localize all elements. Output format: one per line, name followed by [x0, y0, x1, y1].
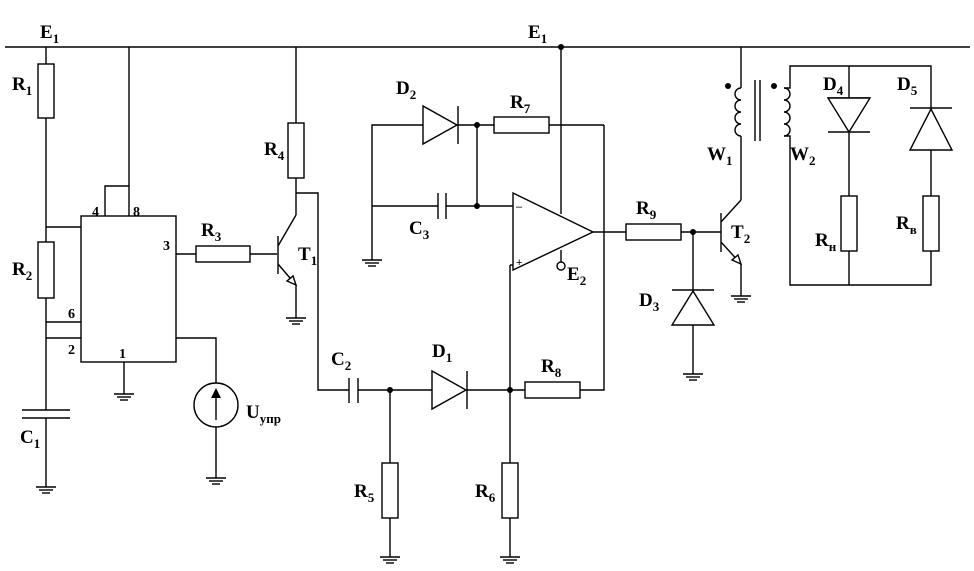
resistor-r9 — [625, 223, 682, 241]
ground-uupr — [205, 477, 227, 485]
timer-chip — [80, 215, 177, 363]
label-d5: D5 — [897, 74, 918, 98]
label-d1: D1 — [432, 341, 452, 365]
pin-8-label: 8 — [133, 205, 140, 220]
label-rh: Rн — [815, 230, 837, 254]
opamp-minus-sign: – — [516, 201, 523, 213]
label-r9: R9 — [636, 198, 657, 222]
label-e1-left: E1 — [40, 22, 59, 46]
label-c1: C1 — [20, 427, 40, 451]
label-r6: R6 — [475, 481, 496, 505]
label-d4: D4 — [823, 74, 844, 98]
label-d2: D2 — [396, 78, 416, 102]
ground-t1 — [285, 317, 307, 325]
ground-r6 — [499, 556, 521, 564]
label-r4: R4 — [264, 139, 285, 163]
ground-c3 — [361, 259, 383, 267]
timer-section — [22, 47, 277, 494]
label-c2: C2 — [331, 349, 351, 373]
opamp-plus-sign: + — [516, 257, 522, 269]
winding-w1 — [734, 87, 742, 137]
diode-d3 — [670, 289, 716, 326]
label-rb: Rв — [896, 213, 917, 237]
label-w1: W1 — [707, 144, 733, 168]
diode-d1 — [431, 369, 468, 411]
label-r2: R2 — [12, 259, 32, 283]
resistor-r4 — [287, 122, 305, 179]
power-rail-e1 — [5, 44, 970, 50]
label-t1: T1 — [298, 244, 317, 268]
pin-4-label: 4 — [92, 205, 99, 220]
opamp-section — [361, 47, 626, 272]
label-e1-mid: E1 — [528, 22, 547, 46]
ground-r5 — [379, 556, 401, 564]
pin-3-label: 3 — [163, 239, 170, 254]
label-d3: D3 — [639, 290, 660, 314]
terminal-e2 — [556, 261, 566, 271]
label-e2: E2 — [567, 264, 586, 288]
resistor-r8 — [524, 381, 581, 399]
label-t2: T2 — [731, 222, 750, 246]
output-stage — [625, 47, 954, 381]
pin-1-label: 1 — [119, 347, 126, 362]
ground-t2 — [730, 295, 752, 303]
ground-chip — [113, 393, 135, 401]
ground-d3 — [682, 373, 704, 381]
winding-w2 — [783, 87, 791, 137]
transistor-t1 — [277, 47, 349, 391]
lower-path — [348, 125, 605, 564]
ground-c1 — [35, 486, 57, 494]
pin-6-label: 6 — [68, 307, 75, 322]
diode-d5 — [908, 107, 954, 151]
diode-d4 — [826, 97, 872, 134]
resistor-r7 — [493, 116, 550, 134]
resistor-r5 — [381, 462, 399, 519]
label-c3: C3 — [409, 218, 430, 242]
label-uupr: Uупр — [246, 402, 281, 426]
resistor-r1 — [37, 63, 55, 119]
label-w2: W2 — [790, 144, 816, 168]
label-r3: R3 — [201, 220, 222, 244]
diode-d2 — [422, 104, 459, 146]
resistor-r2 — [37, 241, 55, 299]
resistor-rb — [922, 195, 940, 252]
label-r5: R5 — [354, 481, 375, 505]
op-amp — [512, 191, 595, 272]
resistor-r3 — [195, 245, 251, 263]
resistor-r6 — [501, 462, 519, 519]
label-r8: R8 — [541, 356, 562, 380]
label-r1: R1 — [12, 74, 32, 98]
resistor-rh — [840, 195, 858, 252]
label-r7: R7 — [510, 92, 531, 116]
pin-2-label: 2 — [68, 343, 75, 358]
